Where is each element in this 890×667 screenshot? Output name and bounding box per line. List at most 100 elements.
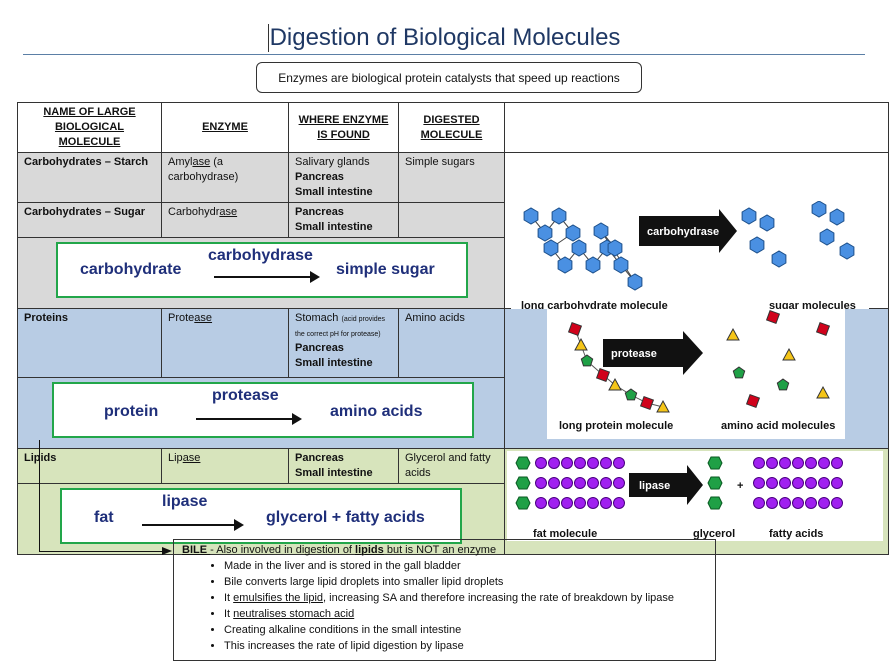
carb-eq-arrow xyxy=(214,271,320,283)
fatty-acid-bead xyxy=(548,477,560,489)
lipid-plus: + xyxy=(737,480,744,492)
fatty-acid-bead xyxy=(613,477,625,489)
bile-b3-emulsifies: emulsifies the lipid xyxy=(233,592,324,604)
free-fatty-acid-bead xyxy=(792,477,804,489)
bile-connector-arrowhead xyxy=(162,547,172,555)
glycerol-unit xyxy=(515,496,531,510)
sugar-hexagon xyxy=(819,228,835,246)
row-lipid-equation: fat lipase glycerol + fatty acids xyxy=(17,483,889,555)
protein-where-2: Pancreas xyxy=(295,342,344,354)
fatty-acid-bead xyxy=(587,477,599,489)
lipid-reaction-arrow xyxy=(629,465,703,505)
carb-diagram-cell: carbohydrase long carbohydrate molecule … xyxy=(504,152,889,319)
sugar-enzyme-suffix: ase xyxy=(219,206,238,218)
carb-glucose-hexagon xyxy=(551,207,567,225)
sugar-name: Carbohydrates – Sugar xyxy=(17,202,162,238)
bile-bullet-2: Bile converts large lipid droplets into … xyxy=(224,574,707,590)
sugar-hexagon xyxy=(811,201,827,218)
protein-where: Stomach (acid provides the correct pH fo… xyxy=(288,308,399,378)
amino-acid-unit xyxy=(656,399,670,413)
carb-glucose-hexagon xyxy=(585,256,601,274)
free-fatty-acid-bead xyxy=(805,497,817,509)
bile-bullet-1: Made in the liver and is stored in the g… xyxy=(224,558,707,574)
header-blank xyxy=(504,102,889,153)
glycerol-unit xyxy=(515,476,531,490)
free-fatty-acid-bead xyxy=(753,497,765,509)
free-amino-acid xyxy=(815,321,831,337)
free-fatty-acid-bead xyxy=(831,477,843,489)
fatty-acid-bead xyxy=(535,477,547,489)
fatty-acid-bead xyxy=(613,457,625,469)
lipid-digested: Glycerol and fatty acids xyxy=(398,448,505,484)
title-rule xyxy=(23,54,865,55)
fatty-acid-bead xyxy=(561,457,573,469)
lipid-eq-arrow xyxy=(142,519,244,531)
bile-b4-a: It xyxy=(224,608,234,620)
free-fatty-acid-bead xyxy=(792,457,804,469)
protein-digested: Amino acids xyxy=(398,308,505,378)
bile-connector-line-horizontal xyxy=(39,551,163,552)
carb-eq-left: carbohydrate xyxy=(80,261,182,278)
protein-enzyme: Protease xyxy=(161,308,289,378)
starch-enzyme: Amylase (a carbohydrase) xyxy=(161,152,289,203)
free-fatty-acid-bead xyxy=(766,457,778,469)
free-fatty-acid-bead xyxy=(779,477,791,489)
lipid-diagram-cell: lipase + fat molecule glycerol fatty aci… xyxy=(504,448,889,555)
carb-reaction-arrow xyxy=(639,209,737,253)
carb-bond xyxy=(600,230,636,283)
fatty-acid-bead xyxy=(600,497,612,509)
sugar-where-1: Pancreas xyxy=(295,206,344,218)
free-fatty-acid-bead xyxy=(766,477,778,489)
carb-glucose-hexagon xyxy=(613,256,629,274)
fatty-acid-bead xyxy=(574,457,586,469)
bile-intro-c: but is NOT an enzyme xyxy=(383,544,497,556)
fatty-acid-bead xyxy=(561,477,573,489)
amino-acid-unit xyxy=(567,321,583,337)
lipid-eq-enzyme: lipase xyxy=(162,493,208,510)
carb-glucose-hexagon xyxy=(607,239,623,257)
free-amino-acid xyxy=(745,393,761,409)
free-fatty-acid-bead xyxy=(766,497,778,509)
bile-heading: BILE xyxy=(182,544,211,556)
free-amino-acid xyxy=(765,309,781,325)
lipid-equation-cell: fat lipase glycerol + fatty acids xyxy=(17,483,505,555)
sugar-enzyme: Carbohydrase xyxy=(161,202,289,238)
fatty-acid-bead xyxy=(600,457,612,469)
protein-enzyme-root: Prote xyxy=(168,312,195,324)
header-where: WHERE ENZYME IS FOUND xyxy=(288,102,399,153)
protein-name: Proteins xyxy=(17,308,162,378)
free-fatty-acid-bead xyxy=(753,457,765,469)
bile-intro-lipids: lipids xyxy=(355,544,384,556)
starch-enzyme-note: (a carbohydrase) xyxy=(168,156,239,183)
lipid-eq-right: glycerol + fatty acids xyxy=(266,509,425,526)
fatty-acid-bead xyxy=(535,457,547,469)
carb-glucose-hexagon xyxy=(523,207,539,225)
fatty-acid-bead xyxy=(548,497,560,509)
bile-bullet-4: It neutralises stomach acid xyxy=(224,606,707,622)
free-amino-acid xyxy=(776,378,790,391)
starch-enzyme-root: Amyl xyxy=(168,156,193,168)
lipid-name: Lipids xyxy=(17,448,162,484)
carb-glucose-hexagon xyxy=(571,239,587,257)
lipid-left-label: fat molecule xyxy=(533,528,598,540)
header-enzyme: ENZYME xyxy=(161,102,289,153)
bile-connector-line xyxy=(39,440,40,552)
protein-diagram: protease long protein molecule amino aci… xyxy=(547,309,845,439)
free-amino-acid xyxy=(732,366,746,379)
bile-b3-c: , increasing SA and therefore increasing… xyxy=(323,592,675,604)
bile-bullet-list: Made in the liver and is stored in the g… xyxy=(182,558,707,654)
header-row: NAME OF LARGE BIOLOGICAL MOLECULE ENZYME… xyxy=(17,102,889,153)
lipid-where-1: Pancreas xyxy=(295,452,344,464)
carb-arrow-label: carbohydrase xyxy=(647,226,720,238)
protein-eq-enzyme: protease xyxy=(212,387,279,404)
free-amino-acid xyxy=(782,347,796,361)
bile-intro-a: - Also involved in digestion of xyxy=(210,544,356,556)
carb-equation-cell: carbohydrate carbohydrase simple sugar xyxy=(17,237,505,309)
lipid-diagram: lipase + fat molecule glycerol fatty aci… xyxy=(507,451,883,541)
enzyme-definition: Enzymes are biological protein catalysts… xyxy=(278,70,620,85)
free-fatty-acid-bead xyxy=(792,497,804,509)
free-glycerol-unit xyxy=(707,456,723,470)
starch-name: Carbohydrates – Starch xyxy=(17,152,162,203)
free-amino-acid xyxy=(726,327,740,341)
carb-molecules-svg xyxy=(523,201,855,291)
